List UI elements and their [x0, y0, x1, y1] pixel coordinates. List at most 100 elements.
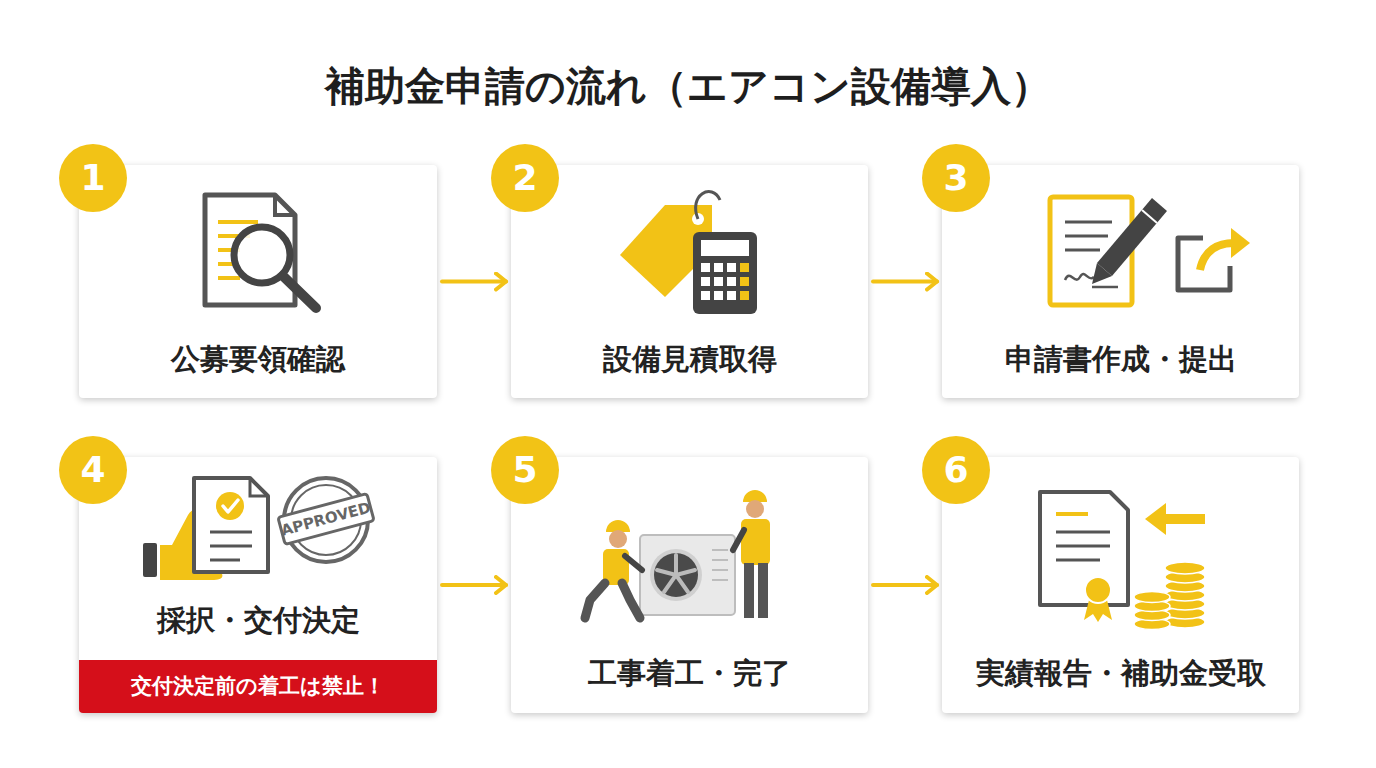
- coin-stacks-part: [1165, 571, 1205, 583]
- tag-calculator-icon: [620, 192, 757, 314]
- approved-document-icon-part: [194, 478, 268, 572]
- approved-document-icon-part: [250, 478, 268, 496]
- form-pen-icon-part: [1065, 274, 1094, 280]
- document-search-icon-part: [283, 276, 316, 308]
- form-pen-icon-part: [1050, 197, 1132, 305]
- tag-calculator-icon-part: [727, 277, 736, 286]
- tag-calculator-icon-part: [701, 240, 749, 256]
- worker-figure-part: [603, 549, 629, 585]
- ac-unit-illustration-part: [657, 555, 695, 592]
- thumbs-up-icon-part: [160, 509, 230, 580]
- worker-figure-part: [758, 563, 768, 618]
- approved-document-icon-part: [210, 545, 252, 548]
- step-label: 実績報告・補助金受取: [942, 651, 1299, 695]
- flow-arrow: [873, 280, 937, 284]
- approved-document-icon-part: [216, 492, 244, 520]
- coin-stacks-part: [1165, 580, 1205, 592]
- incoming-arrow: [1145, 503, 1205, 535]
- document-search-icon-part: [218, 234, 250, 238]
- step-number: 4: [59, 436, 127, 504]
- share-icon-part: [1200, 243, 1234, 270]
- step-label: 申請書作成・提出: [942, 337, 1299, 381]
- step-number: 5: [491, 436, 559, 504]
- approved-stamp-part: [284, 478, 368, 562]
- step-label: 採択・交付決定: [79, 598, 437, 642]
- certificate-icon-part: [1056, 559, 1100, 562]
- certificate-icon-part: [1056, 531, 1110, 534]
- certificate-icon-part: [1096, 596, 1112, 622]
- document-search-icon-part: [218, 220, 258, 224]
- share-icon-part: [1231, 228, 1250, 258]
- tag-calculator-icon-part: [701, 277, 710, 286]
- ac-unit-illustration-part: [712, 549, 728, 551]
- diagram-title: 補助金申請の流れ（エアコン設備導入）: [0, 58, 1376, 114]
- coin-stacks-part: [1165, 607, 1205, 619]
- document-search-icon-part: [218, 248, 240, 252]
- ac-unit-illustration-part: [712, 569, 728, 571]
- share-icon: [1178, 228, 1250, 290]
- document-search-icon-part: [218, 276, 240, 280]
- step-number: 1: [59, 144, 127, 212]
- certificate-icon: [1040, 492, 1128, 622]
- step-label: 工事着工・完了: [511, 651, 868, 695]
- ac-unit-illustration-part: [712, 579, 728, 581]
- ac-unit-illustration-part: [650, 549, 702, 601]
- ac-unit-illustration-part: [712, 559, 728, 561]
- ac-unit-illustration: [640, 535, 735, 615]
- form-pen-icon-part: [1092, 286, 1118, 289]
- tag-calculator-icon-part: [727, 291, 736, 300]
- tag-calculator-icon-part: [740, 291, 749, 300]
- document-search-icon-part: [205, 195, 295, 305]
- tag-calculator-icon-part: [740, 277, 749, 286]
- approved-stamp-part: [291, 485, 361, 555]
- process-box: 6実績報告・補助金受取: [942, 457, 1299, 713]
- flow-arrow: [442, 280, 506, 284]
- step-label: 設備見積取得: [511, 337, 868, 381]
- approved-stamp-part: [278, 494, 374, 545]
- form-pen-icon-part: [1065, 221, 1112, 224]
- tag-calculator-icon-part: [620, 205, 712, 297]
- coin-stacks-part: [1134, 592, 1170, 603]
- worker-figure-part: [744, 563, 754, 618]
- approved-document-icon-part: [210, 531, 252, 534]
- worker-figure: [585, 520, 642, 618]
- certificate-icon-part: [1084, 596, 1100, 622]
- process-box: 3申請書作成・提出: [942, 165, 1299, 398]
- tag-calculator-icon-part: [727, 263, 736, 272]
- approved-document-icon-part: [210, 559, 240, 562]
- worker-figure-part: [585, 583, 640, 618]
- step-label: 公募要領確認: [79, 337, 437, 381]
- worker-figure: [733, 490, 770, 618]
- form-pen-icon-part: [1142, 210, 1157, 223]
- tag-calculator-icon-part: [714, 291, 723, 300]
- step-number: 3: [922, 144, 990, 212]
- stamp-text: APPROVED: [279, 498, 372, 539]
- thumbs-up-icon-part: [143, 543, 157, 577]
- certificate-icon-part: [1040, 492, 1128, 605]
- step-number: 6: [922, 436, 990, 504]
- document-search-icon-part: [218, 262, 238, 266]
- document-search-icon-part: [275, 195, 295, 215]
- process-box: 4採択・交付決定交付決定前の着工は禁止！: [79, 457, 437, 713]
- tag-calculator-icon-part: [693, 232, 757, 314]
- form-pen-icon: [1050, 197, 1167, 305]
- flow-arrow: [873, 583, 937, 587]
- worker-figure-part: [733, 530, 744, 550]
- incoming-arrow-part: [1163, 514, 1205, 524]
- tag-calculator-icon-part: [714, 277, 723, 286]
- coin-stacks-part: [1165, 589, 1205, 601]
- worker-figure-part: [746, 500, 764, 518]
- tag-calculator-icon-part: [696, 192, 720, 219]
- ac-unit-illustration-part: [640, 535, 735, 615]
- form-pen-icon-part: [1092, 263, 1112, 284]
- step-number: 2: [491, 144, 559, 212]
- approved-document-icon-part: [223, 500, 238, 512]
- worker-figure-part: [625, 556, 642, 570]
- document-search-icon-part: [234, 227, 290, 283]
- tag-calculator-icon-part: [714, 263, 723, 272]
- approved-document-icon: [194, 478, 268, 572]
- coin-stacks: [1134, 562, 1205, 630]
